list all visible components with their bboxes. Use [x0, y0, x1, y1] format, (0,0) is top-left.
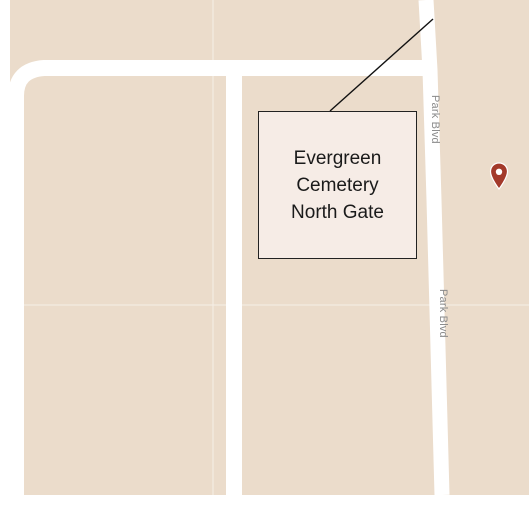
map-pin-icon[interactable]	[489, 162, 509, 190]
road-label-park-blvd-lower: Park Blvd	[437, 289, 449, 338]
location-callout-box: Evergreen Cemetery North Gate	[258, 111, 417, 259]
road-label-park-blvd-upper: Park Blvd	[429, 95, 441, 144]
callout-label: Evergreen Cemetery North Gate	[291, 147, 384, 223]
road-horizontal-west	[10, 60, 430, 495]
